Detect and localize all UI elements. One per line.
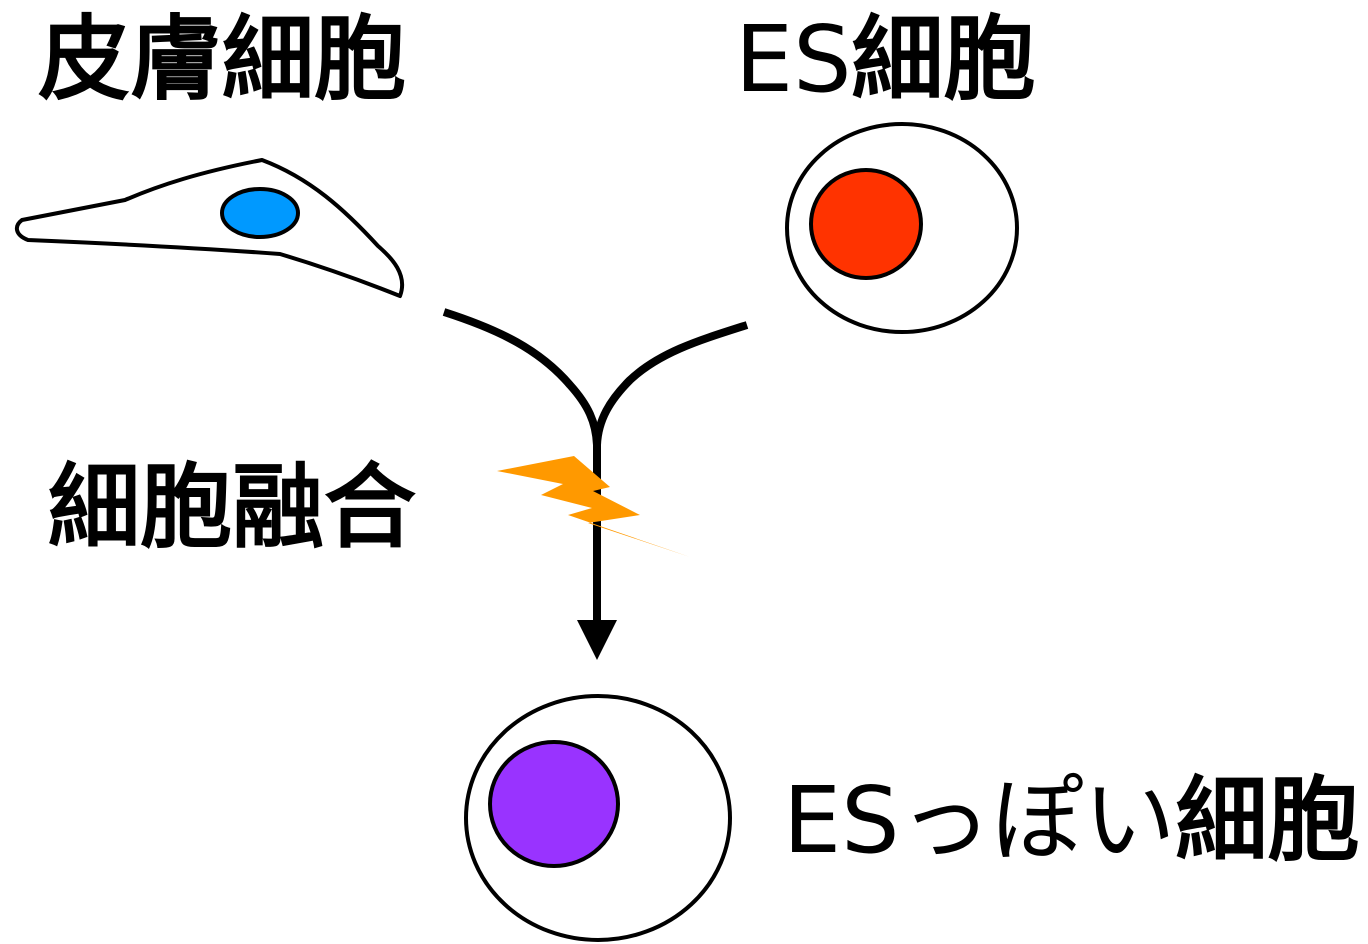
es-like-cell-label-prefix: ESっぽい	[783, 767, 1176, 874]
result-cell	[464, 694, 732, 942]
es-like-cell-label-suffix: 細胞	[1175, 767, 1360, 874]
result-cell-nucleus	[488, 740, 620, 868]
es-cell-label: ES細胞	[735, 14, 1036, 106]
es-cell-nucleus	[809, 168, 923, 280]
es-cell-label-suffix: 細胞	[851, 6, 1036, 113]
skin-cell-body	[14, 158, 405, 298]
skin-cell-label: 皮膚細胞	[38, 6, 407, 113]
es-cell	[785, 122, 1019, 334]
arrow-down-icon	[577, 620, 617, 660]
skin-cell-merge-line	[442, 308, 601, 446]
skin-cell	[14, 158, 405, 298]
es-cell-merge-line	[593, 321, 749, 446]
cell-fusion-label: 細胞融合	[48, 454, 417, 561]
es-like-cell-label: ESっぽい細胞	[783, 775, 1360, 867]
skin-cell-nucleus	[220, 187, 300, 239]
lightning-bolt-icon	[497, 456, 690, 557]
es-cell-label-prefix: ES	[735, 6, 852, 113]
